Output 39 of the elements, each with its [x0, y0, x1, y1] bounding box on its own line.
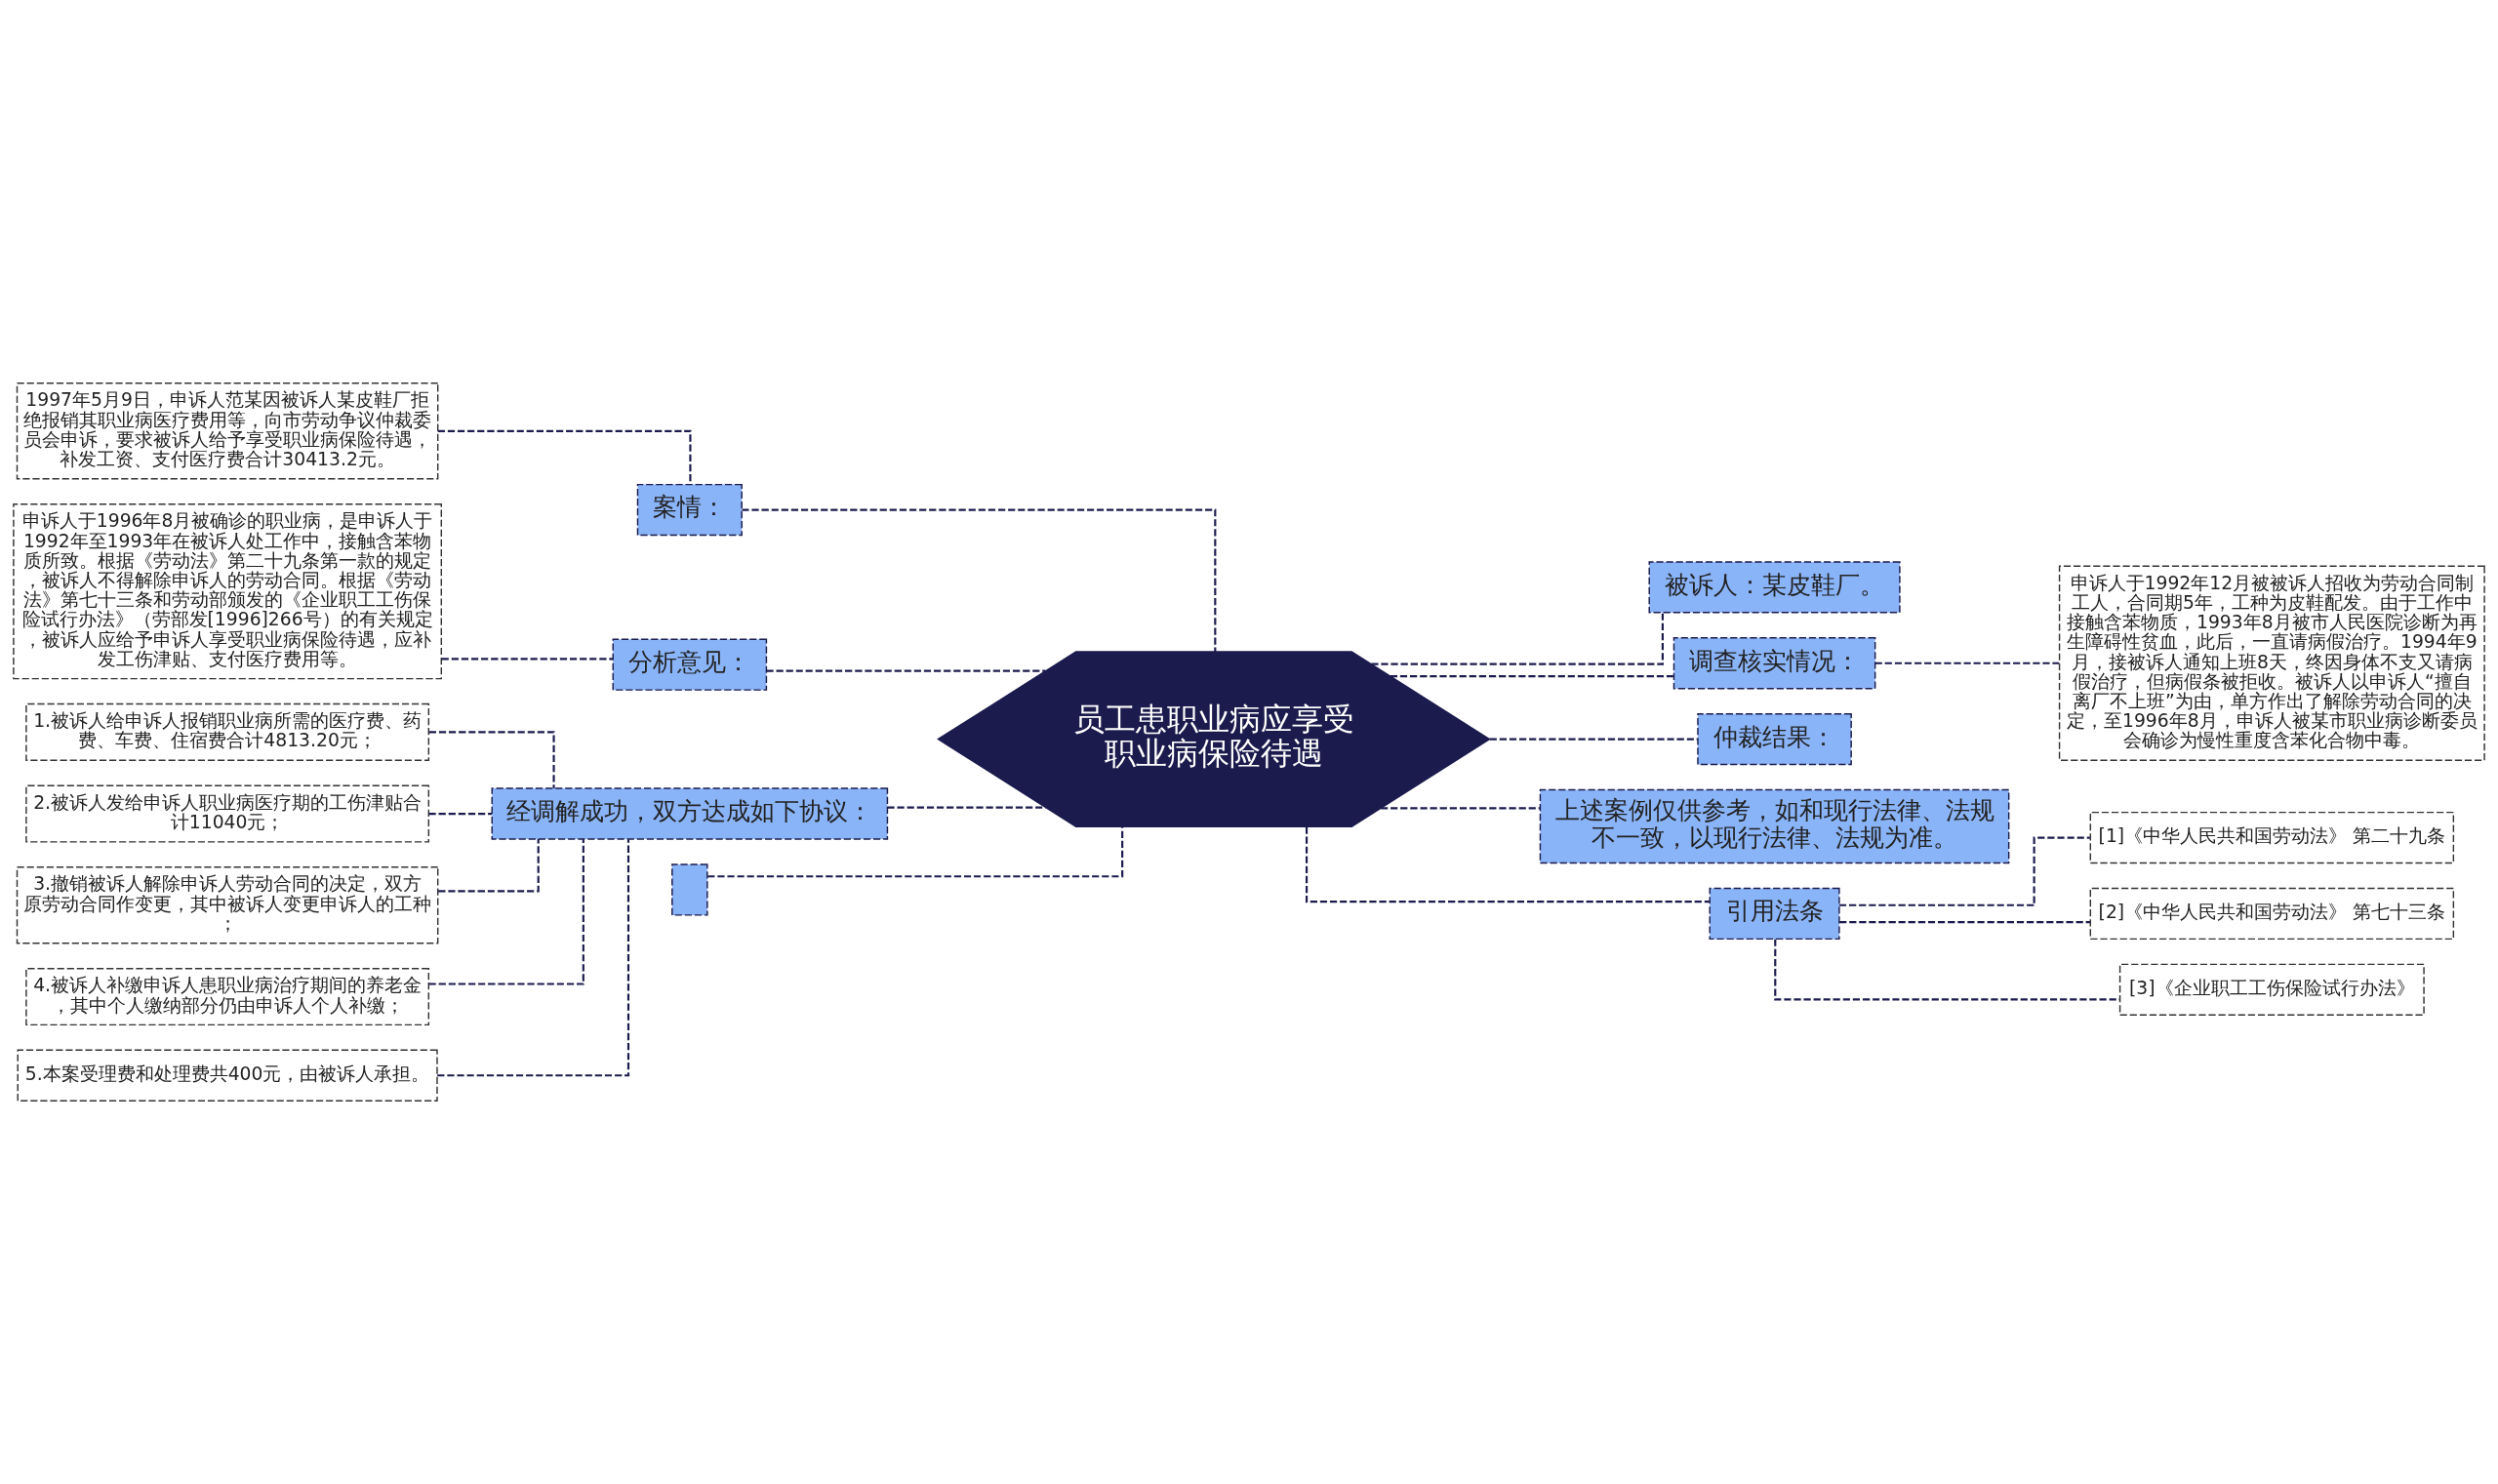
node-box: 调查核实情况： — [1672, 637, 1876, 690]
connector — [1489, 738, 1698, 741]
node-box: 申诉人于1996年8月被确诊的职业病，是申诉人于1992年至1993年在被诉人处工作中，接触含苯物质所致。根据《劳动法》第二十九条第一款的规定，被诉人不得解除申诉人的劳动合同。根据《劳动法》第七十三条和劳动部颁发的《企业职工工伤保险试行办法》（劳部发[1996]266号）的有关规定，被诉人应给予申诉人享受职业病保险待遇，应补发工伤津贴、支付医疗费用等。 — [13, 503, 443, 680]
node-box: 1997年5月9日，申诉人范某因被诉人某皮鞋厂拒绝报销其职业病医疗费用等，向市劳动争议仲裁委员会申诉，要求被诉人给予享受职业病保险待遇，补发工资、支付医疗费合计30413.2元。 — [16, 382, 439, 480]
connector — [887, 806, 1046, 809]
node-box: 2.被诉人发给申诉人职业病医疗期的工伤津贴合计11040元； — [25, 784, 430, 843]
connector — [437, 839, 630, 1077]
connector — [441, 658, 613, 661]
node-box: 3.撤销被诉人解除申诉人劳动合同的决定，双方原劳动合同作变更，其中被诉人变更申诉人的工种； — [16, 866, 439, 944]
connector — [428, 839, 584, 985]
node-box: [2]《中华人民共和国劳动法》 第七十三条 — [2089, 887, 2455, 941]
connector — [1371, 613, 1664, 665]
connector — [428, 812, 493, 816]
node-box: 经调解成功，双方达成如下协议： — [491, 787, 889, 840]
node-box: 分析意见： — [612, 638, 768, 691]
connector — [437, 429, 692, 485]
node-box — [671, 863, 708, 916]
connector — [1839, 921, 2090, 924]
connector — [1839, 836, 2090, 906]
node-box: 引用法条 — [1709, 887, 1840, 941]
connector — [742, 508, 1217, 653]
connector — [438, 839, 540, 893]
connector — [1306, 826, 1710, 903]
node-box: 上述案例仅供参考，如和现行法律、法规不一致，以现行法律、法规为准。 — [1539, 788, 2010, 864]
connector — [1390, 675, 1674, 678]
node-box: 仲裁结果： — [1697, 712, 1852, 766]
node-box: 4.被诉人补缴申诉人患职业病治疗期间的养老金，其中个人缴纳部分仍由申诉人个人补缴； — [25, 967, 430, 1026]
connector — [428, 731, 555, 789]
node-box: 1.被诉人给申诉人报销职业病所需的医疗费、药费、车费、住宿费合计4813.20元； — [25, 702, 430, 761]
connector — [766, 669, 1046, 672]
node-box: 5.本案受理费和处理费共400元，由被诉人承担。 — [17, 1049, 438, 1102]
node-box: [1]《中华人民共和国劳动法》 第二十九条 — [2089, 811, 2455, 864]
node-box: 申诉人于1992年12月被被诉人招收为劳动合同制工人，合同期5年，工种为皮鞋配发。由于工作中接触含苯物质，1993年8月被市人民医院诊断为再生障碍性贫血，此后，一直请病假治疗。1994年9月，接被诉人通知上班8天，终因身体不支又请病假治疗，但病假条被拒收。被诉人以申诉人“擅自离厂不上班”为由，单方作出了解除劳动合同的决定，至1996年8月，申诉人被某市职业病诊断委员会确诊为慢性重度含苯化合物中毒。 — [2058, 565, 2485, 761]
node-box: 案情： — [636, 483, 743, 537]
connector — [1381, 807, 1540, 810]
connector — [1874, 662, 2060, 664]
connector — [707, 826, 1124, 878]
node-box: [3]《企业职工工伤保险试行办法》 — [2118, 963, 2425, 1016]
node-box: 被诉人：某皮鞋厂。 — [1648, 561, 1901, 614]
